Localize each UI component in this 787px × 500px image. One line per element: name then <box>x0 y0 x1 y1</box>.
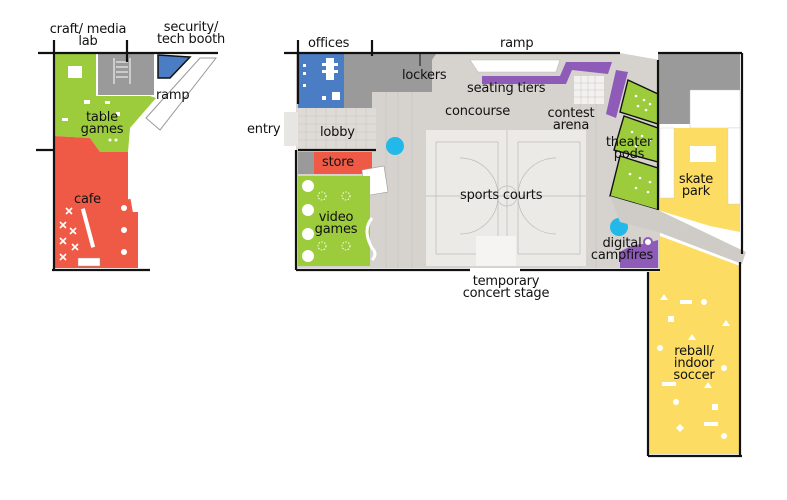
label-sports-courts: sports courts <box>460 188 543 203</box>
cafe-room <box>54 136 138 268</box>
label-soccer-line2: indoor <box>673 356 715 371</box>
label-table-games-line2: games <box>80 122 124 137</box>
skate-park-area <box>658 128 740 232</box>
label-video-games-line1: video <box>318 210 354 225</box>
label-skate-park-line1: skate <box>678 172 714 187</box>
ramp-left <box>145 57 218 131</box>
label-entry: entry <box>247 122 281 137</box>
label-soccer-line1: reball/ <box>674 344 714 359</box>
seating-tiers-purple <box>482 62 612 84</box>
label-table-games-line1: table <box>86 110 118 125</box>
cafe-tables <box>59 207 79 261</box>
label-offices: offices <box>308 36 350 51</box>
court-markings <box>426 130 586 266</box>
label-security-line1: security/ <box>163 20 219 35</box>
label-contest-arena: contest arena <box>540 106 602 133</box>
label-contest-arena-line1: contest <box>547 106 595 121</box>
label-digital-campfires-line1: digital <box>602 236 642 251</box>
soccer-field-area <box>648 272 740 454</box>
main-walls <box>284 40 744 458</box>
label-cafe: cafe <box>74 192 101 207</box>
table-games-room <box>54 96 156 152</box>
label-seating-tiers: seating tiers <box>467 81 546 96</box>
label-reball-indoor-soccer: reball/ indoor soccer <box>666 344 722 383</box>
label-stage-line2: concert stage <box>462 286 550 301</box>
label-video-games-line2: games <box>314 222 358 237</box>
left-wing <box>36 40 218 272</box>
label-temporary-concert-stage: temporary concert stage <box>448 274 564 301</box>
security-booth-room <box>157 54 192 79</box>
label-security-line2: tech booth <box>156 32 226 47</box>
label-craft-media-lab: craft/ media lab <box>40 22 136 49</box>
label-theater-pods-line2: pods <box>613 147 645 162</box>
label-craft-media-lab-line2: lab <box>78 34 98 49</box>
label-lobby: lobby <box>320 125 355 140</box>
store-room <box>314 152 372 174</box>
label-security-tech-booth: security/ tech booth <box>148 20 234 47</box>
main-building <box>284 40 746 458</box>
soccer-obstacles <box>657 294 730 439</box>
label-video-games: video games <box>308 210 364 237</box>
label-table-games: table games <box>70 110 134 137</box>
label-ramp-left: ramp <box>156 88 190 103</box>
label-theater-pods: theater pods <box>596 135 662 162</box>
label-concourse: concourse <box>445 104 510 119</box>
label-ramp-main: ramp <box>500 36 534 51</box>
theater-pods <box>609 79 659 211</box>
label-lockers: lockers <box>402 68 447 83</box>
label-store: store <box>322 155 354 170</box>
label-craft-media-lab-line1: craft/ media <box>49 22 127 37</box>
service-room <box>344 54 372 108</box>
campfires-purple <box>620 240 658 268</box>
ne-service-block <box>658 53 740 124</box>
entry-steps <box>284 112 298 146</box>
label-soccer-line3: soccer <box>673 368 715 383</box>
label-skate-park: skate park <box>674 172 718 199</box>
campfire-circle-lobby <box>386 137 404 155</box>
label-contest-arena-line2: arena <box>552 118 590 133</box>
label-theater-pods-line1: theater <box>605 135 653 150</box>
diagonal-corridor <box>610 196 746 264</box>
label-stage-line1: temporary <box>472 274 540 289</box>
left-wing-walls <box>36 40 218 272</box>
label-digital-campfires-line2: campfires <box>590 248 654 263</box>
label-digital-campfires: digital campfires <box>584 236 660 263</box>
label-skate-park-line2: park <box>681 184 711 199</box>
